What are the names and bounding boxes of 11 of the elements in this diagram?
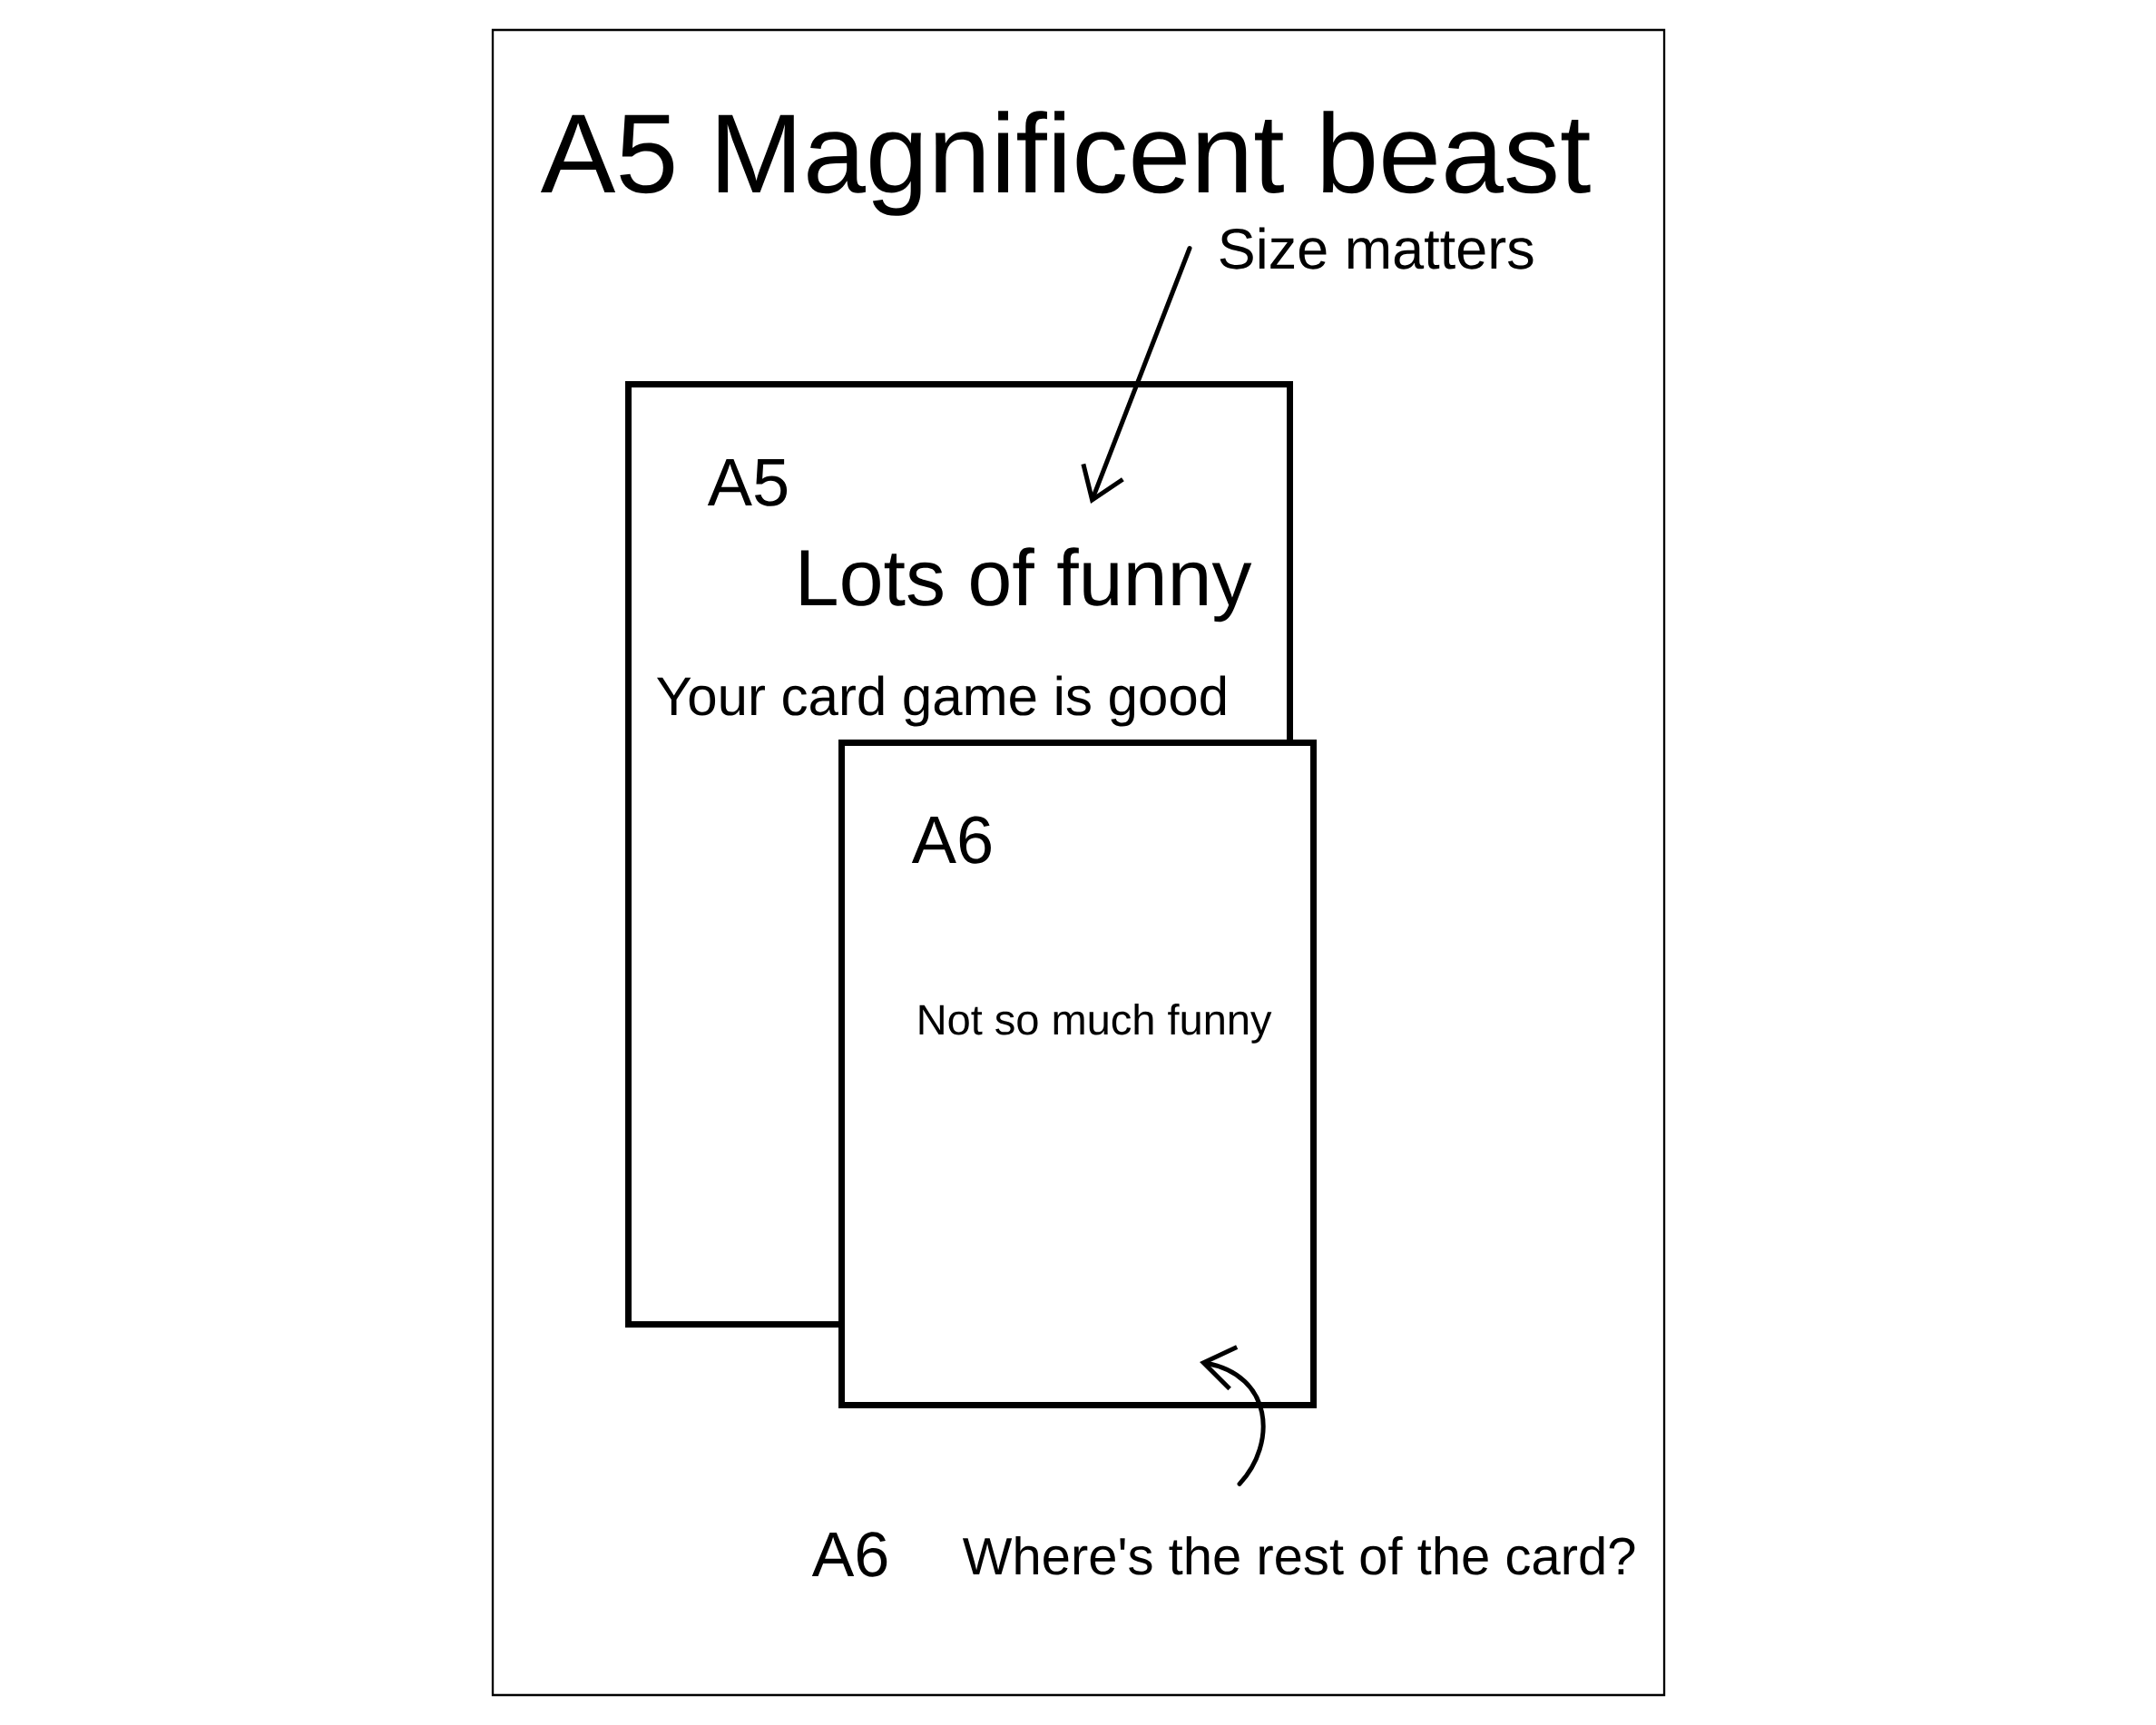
arrow — [1081, 246, 1192, 505]
arrow — [1200, 1345, 1266, 1486]
annotation: Where's the rest of the card? — [962, 1536, 1635, 1575]
title: A5 Magnificent beast — [540, 111, 1591, 216]
handwritten-text: Your card game is good — [657, 675, 1226, 727]
card-heading: A6 — [911, 816, 991, 864]
annotation: A6 — [811, 1532, 887, 1577]
handwritten-text: Lots of funny — [800, 547, 1252, 622]
annotation: Size matters — [1220, 227, 1534, 270]
handwritten-text: Not so much funny — [919, 1004, 1272, 1044]
card-heading: A5 — [707, 459, 788, 506]
